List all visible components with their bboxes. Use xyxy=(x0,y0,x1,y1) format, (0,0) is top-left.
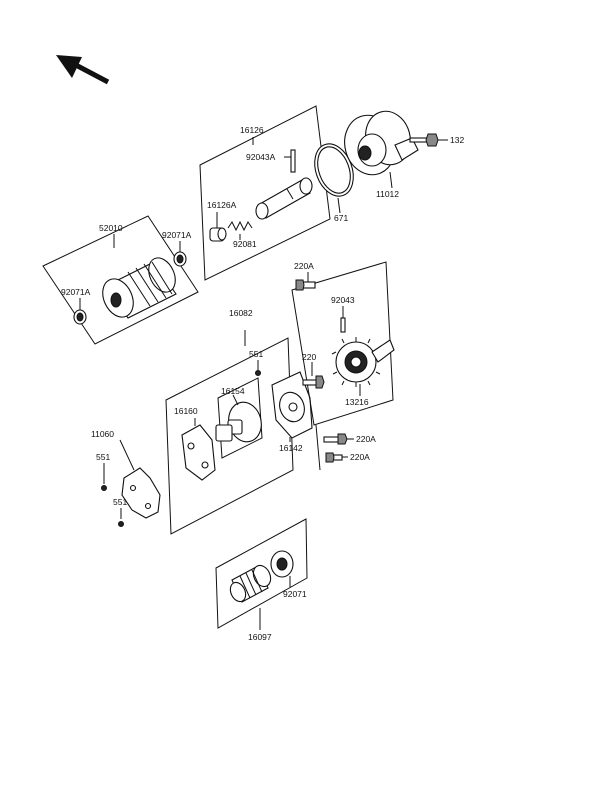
oil-filter-52010 xyxy=(102,257,177,319)
label-551-low: 551 xyxy=(113,497,127,507)
label-551-left: 551 xyxy=(96,452,110,462)
o-ring-92071A-upper xyxy=(173,241,187,267)
bolt-220 xyxy=(302,362,325,389)
label-220A-upper: 220A xyxy=(294,261,314,271)
pin-551-left xyxy=(101,463,107,491)
label-16126: 16126 xyxy=(240,125,264,135)
label-220: 220 xyxy=(302,352,316,362)
label-220A-low: 220A xyxy=(350,452,370,462)
label-92081: 92081 xyxy=(233,239,257,249)
relief-valve-group xyxy=(199,105,331,281)
plunger-16126A xyxy=(209,212,227,242)
pump-gear-13216 xyxy=(331,337,395,396)
label-92071: 92071 xyxy=(283,589,307,599)
label-16082: 16082 xyxy=(229,308,253,318)
label-11012: 11012 xyxy=(376,189,399,199)
label-92043A: 92043A xyxy=(246,152,276,162)
bolt-220A-mid xyxy=(323,433,354,445)
bolt-132 xyxy=(409,133,448,147)
label-16142: 16142 xyxy=(279,443,303,453)
bolt-220A-low xyxy=(325,452,348,463)
label-92071A-upper: 92071A xyxy=(162,230,192,240)
gasket-11060 xyxy=(119,439,161,519)
oil-filter-cover-11012 xyxy=(344,110,419,189)
label-132: 132 xyxy=(450,135,464,145)
label-220A-mid: 220A xyxy=(356,434,376,444)
label-16126A: 16126A xyxy=(207,200,237,210)
pump-rotor-16154 xyxy=(215,394,262,443)
label-52010: 52010 xyxy=(99,223,123,233)
label-16160: 16160 xyxy=(174,406,198,416)
label-551-mid: 551 xyxy=(249,349,263,359)
bolt-220A-upper xyxy=(295,272,316,291)
strainer-16097 xyxy=(229,564,272,603)
label-16097: 16097 xyxy=(248,632,272,642)
pin-92043 xyxy=(340,306,346,333)
o-ring-92071A-lower xyxy=(73,298,87,325)
oil-filter-group xyxy=(42,215,199,345)
pump-cover-16142 xyxy=(271,371,313,442)
o-ring-92071 xyxy=(270,550,294,587)
pin-92043A xyxy=(284,149,296,173)
label-671: 671 xyxy=(334,213,348,223)
relief-valve-body xyxy=(255,177,313,220)
oil-pump-group xyxy=(165,261,395,535)
pump-body-16160 xyxy=(181,418,216,481)
label-92043: 92043 xyxy=(331,295,355,305)
o-ring-671 xyxy=(314,143,354,214)
label-92071A-lower: 92071A xyxy=(61,287,91,297)
pin-551-low xyxy=(118,508,124,527)
strainer-group xyxy=(215,518,308,630)
front-direction-arrow-icon xyxy=(56,55,110,85)
spring-92081 xyxy=(227,220,253,240)
label-11060: 11060 xyxy=(91,429,114,439)
label-13216: 13216 xyxy=(345,397,369,407)
pin-551-mid xyxy=(255,360,261,376)
label-16154: 16154 xyxy=(221,386,245,396)
